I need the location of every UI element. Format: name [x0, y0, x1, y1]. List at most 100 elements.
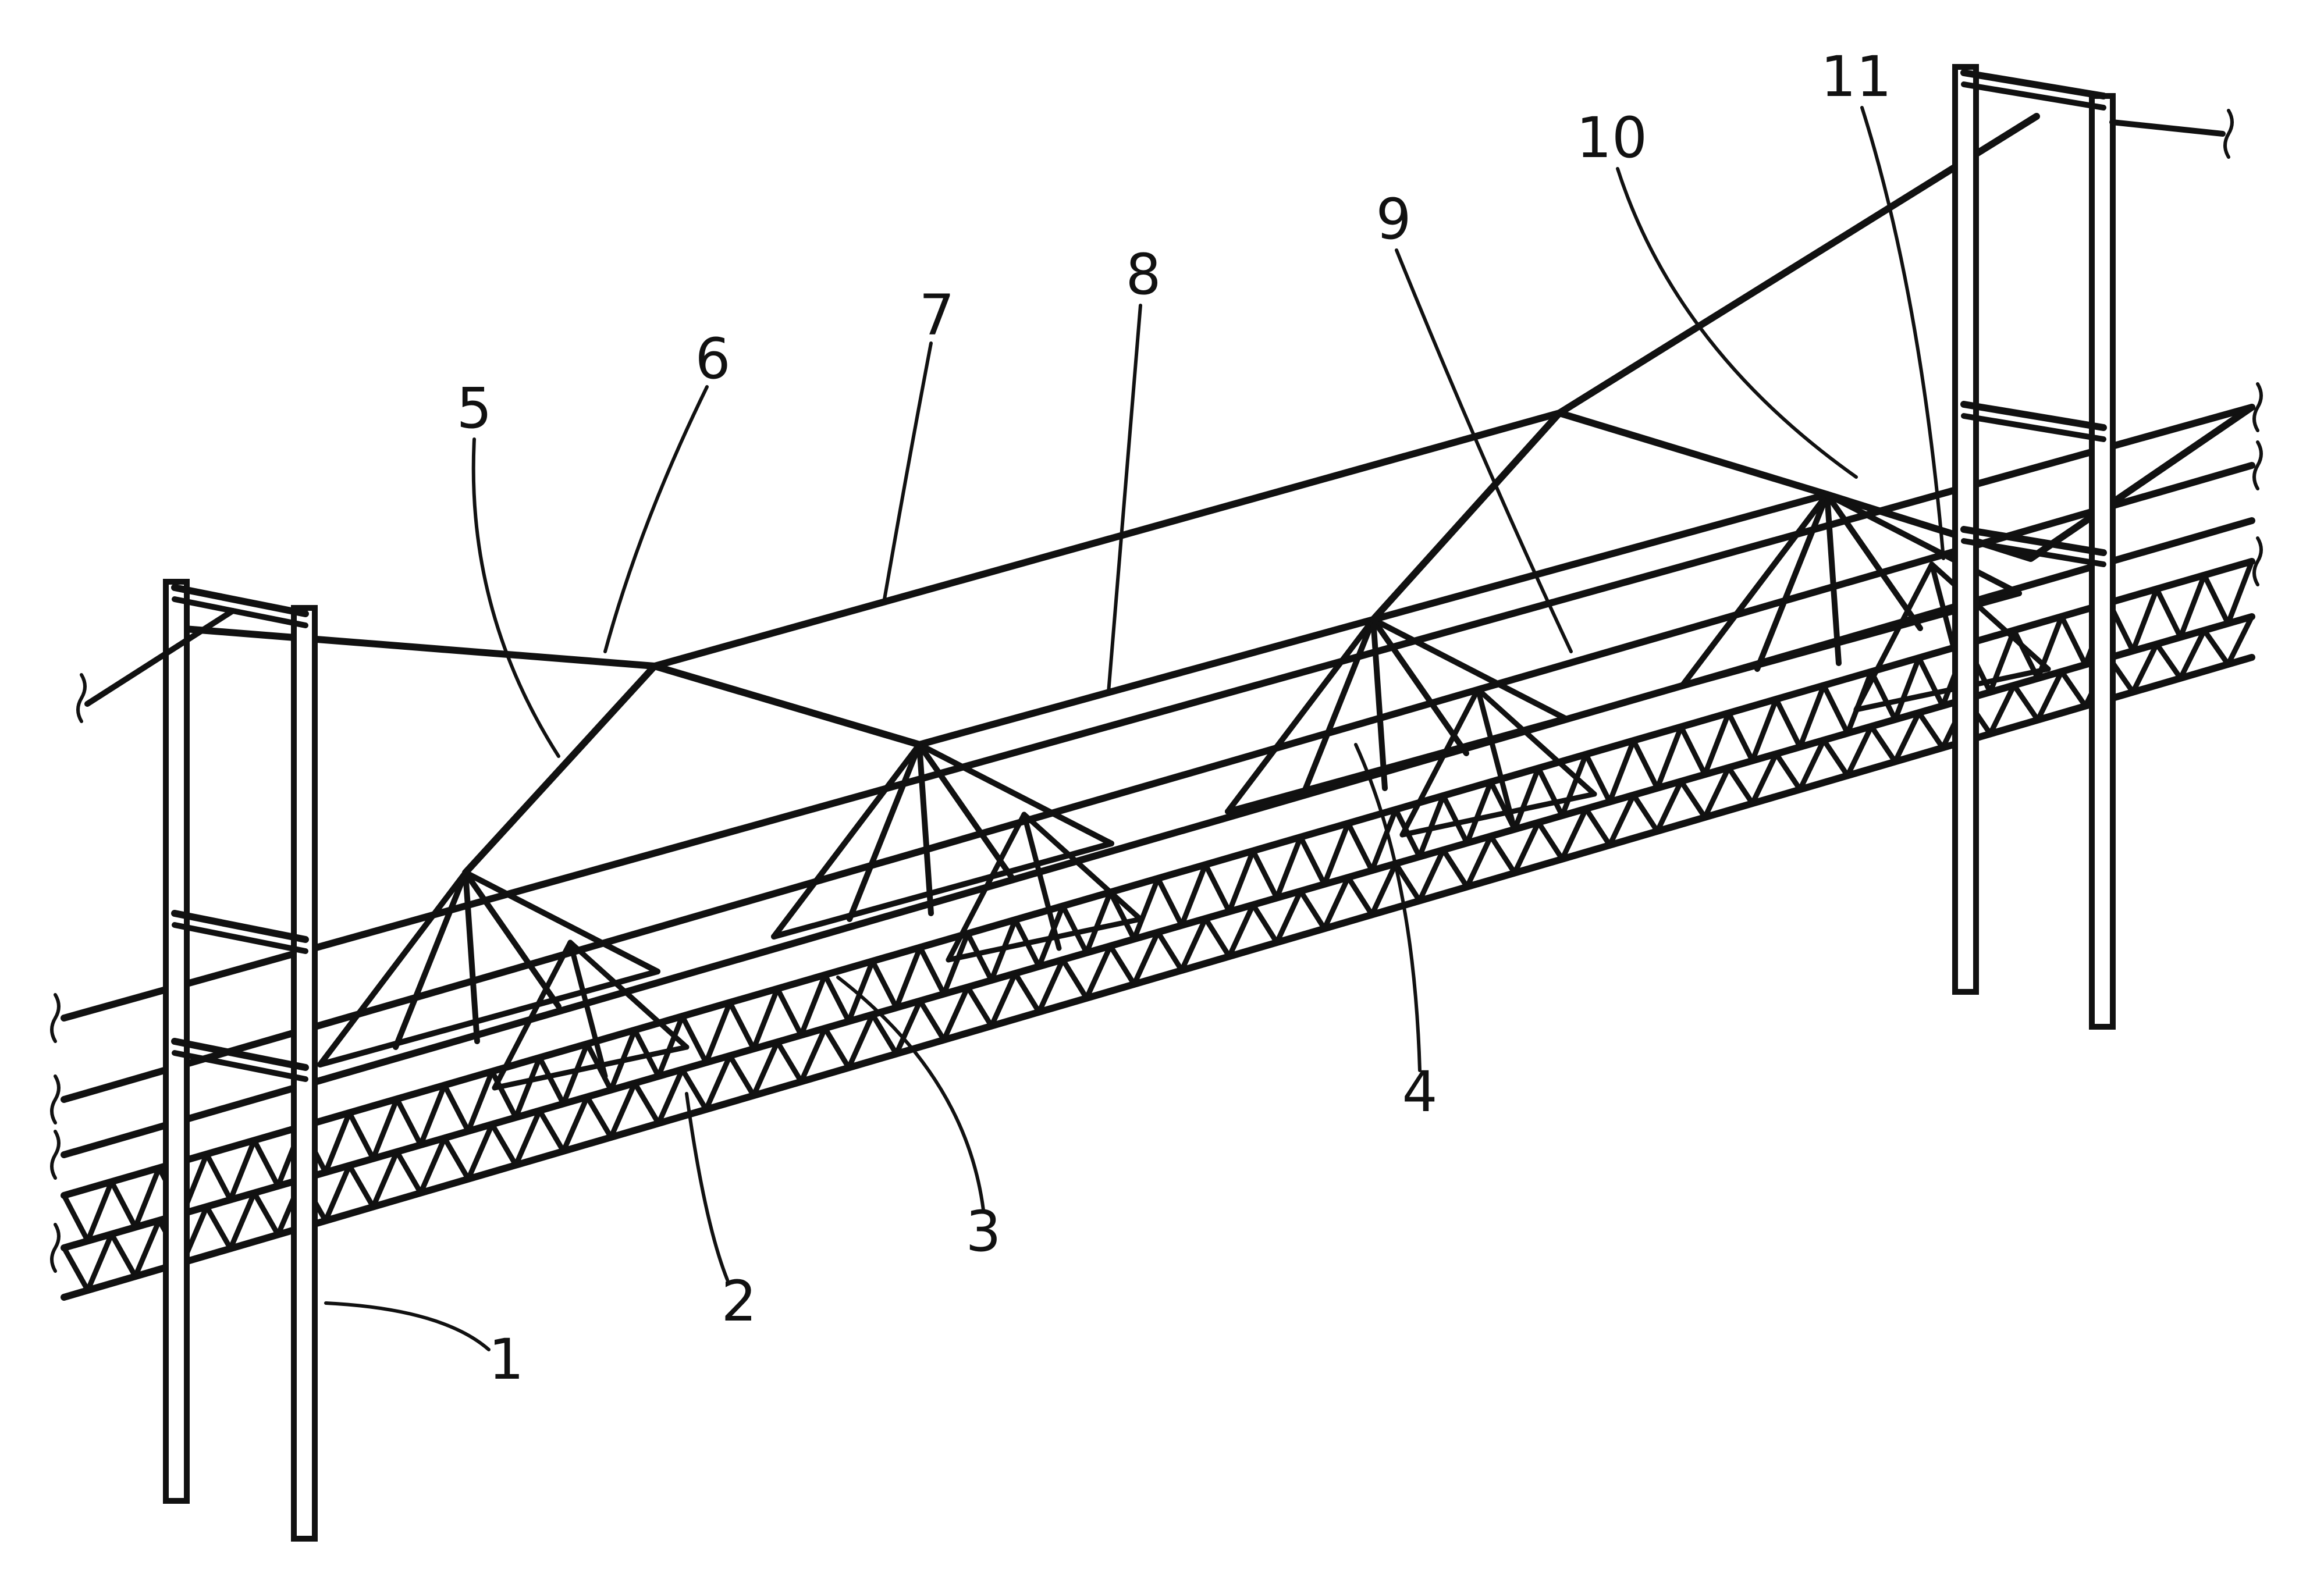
truss-web-member: [445, 1138, 468, 1179]
hanger-strut: [1757, 494, 1827, 669]
secondary-strut: [1024, 814, 1059, 948]
truss-web-member: [1063, 960, 1087, 998]
truss-web-member: [349, 1165, 373, 1207]
truss-web-member: [825, 1028, 849, 1068]
truss-web-member: [1110, 946, 1134, 984]
hanger-strut: [396, 873, 465, 1047]
ref-label-2: 2: [721, 1269, 756, 1334]
deck-girder-2: [64, 521, 2252, 1155]
truss-web-member: [968, 987, 992, 1026]
right-backstay-cable: [2112, 122, 2223, 134]
leader-line-1: [326, 1303, 489, 1350]
truss-web-member: [1633, 741, 1657, 788]
break-mark: [2225, 111, 2232, 157]
break-mark: [52, 1131, 59, 1178]
truss-web-member: [777, 1042, 801, 1081]
hanger-strut: [919, 745, 931, 913]
deck-girder-1: [64, 465, 2252, 1099]
hanger-tie: [320, 971, 658, 1065]
hanger-strut: [1373, 620, 1385, 788]
truss-web-member: [207, 1154, 230, 1200]
truss-web-member: [730, 1002, 754, 1049]
ref-label-5: 5: [456, 376, 492, 441]
truss-web-member: [539, 1058, 563, 1104]
truss-web-member: [1538, 823, 1562, 859]
truss-web-member: [64, 1195, 88, 1241]
leader-line-5: [474, 439, 559, 756]
truss-web-member: [2204, 575, 2228, 624]
truss-web-member: [1015, 973, 1039, 1012]
truss-web-member: [112, 1234, 136, 1276]
truss-web-member: [1300, 837, 1324, 884]
break-mark: [78, 675, 85, 721]
cable-stay-left: [465, 666, 655, 873]
ref-label-6: 6: [695, 326, 730, 392]
reference-labels: 1 2 3 4 5 6 7 8 9 10 11: [456, 44, 1892, 1392]
hanger-tie: [1228, 718, 1565, 812]
truss-web-member: [2062, 671, 2085, 706]
truss-web-member: [730, 1056, 754, 1095]
truss-web-member: [349, 1113, 373, 1159]
hanger-strut: [774, 745, 919, 937]
cable-link-right: [1559, 413, 1827, 494]
truss-web-member: [1729, 767, 1753, 803]
ref-label-8: 8: [1125, 242, 1161, 307]
truss-web-member: [683, 1069, 706, 1109]
right-tower-crossbeam: [1964, 404, 2103, 428]
break-mark: [52, 1076, 59, 1123]
truss-web-member: [1491, 836, 1515, 873]
ref-label-1: 1: [488, 1327, 524, 1392]
upper-main-cable: [655, 116, 2037, 666]
truss-web-member: [873, 961, 897, 1008]
ref-label-3: 3: [965, 1199, 1001, 1264]
truss-web-member: [1919, 658, 1943, 706]
break-mark: [52, 995, 59, 1041]
truss-web-member: [1348, 877, 1372, 914]
truss-web-member: [112, 1181, 136, 1227]
truss-web-member: [920, 1001, 944, 1040]
truss-web-member: [1253, 905, 1277, 942]
ref-label-7: 7: [919, 283, 954, 348]
ref-label-9: 9: [1376, 187, 1411, 252]
truss-web-member: [920, 947, 944, 994]
truss-web-member: [1586, 809, 1610, 845]
truss-web-member: [1919, 713, 1943, 748]
truss-web-member: [539, 1111, 563, 1151]
cable-link-left: [655, 666, 919, 745]
truss-web-member: [1681, 781, 1705, 817]
hanger-tie: [774, 844, 1111, 937]
truss-web-member: [492, 1072, 516, 1118]
left-backstay-cable: [87, 611, 233, 704]
hanger-strut: [320, 873, 465, 1065]
truss-web-member: [254, 1193, 278, 1235]
truss-web-member: [492, 1124, 516, 1165]
truss-web-member: [2204, 631, 2228, 664]
left-tower-front-leg: [294, 608, 315, 1539]
truss-web-member: [2157, 589, 2181, 637]
truss-web-member: [2157, 644, 2181, 678]
truss-web-member: [683, 1016, 706, 1063]
leader-line-7: [884, 343, 931, 599]
truss-web-member: [1871, 727, 1895, 762]
truss-web-member: [1206, 864, 1229, 912]
truss-web-member: [1158, 933, 1182, 971]
truss-web-member: [397, 1152, 421, 1193]
truss-web-member: [1253, 851, 1277, 898]
leader-line-8: [1108, 305, 1140, 692]
truss-web-member: [1206, 919, 1229, 956]
leader-line-11: [1862, 108, 1943, 558]
truss-web-member: [254, 1140, 278, 1186]
truss-web-member: [1729, 713, 1753, 761]
break-mark: [52, 1225, 59, 1271]
truss-web-member: [207, 1207, 230, 1248]
ref-label-11: 11: [1821, 44, 1892, 109]
truss-web-member: [1443, 850, 1467, 887]
cable-stay-right: [1373, 413, 1559, 620]
hanger-strut: [1682, 494, 1827, 686]
truss-web-member: [397, 1099, 421, 1145]
truss-web-member: [1158, 878, 1182, 926]
truss-web-member: [635, 1083, 659, 1123]
deck-girder-5: [64, 657, 2252, 1297]
